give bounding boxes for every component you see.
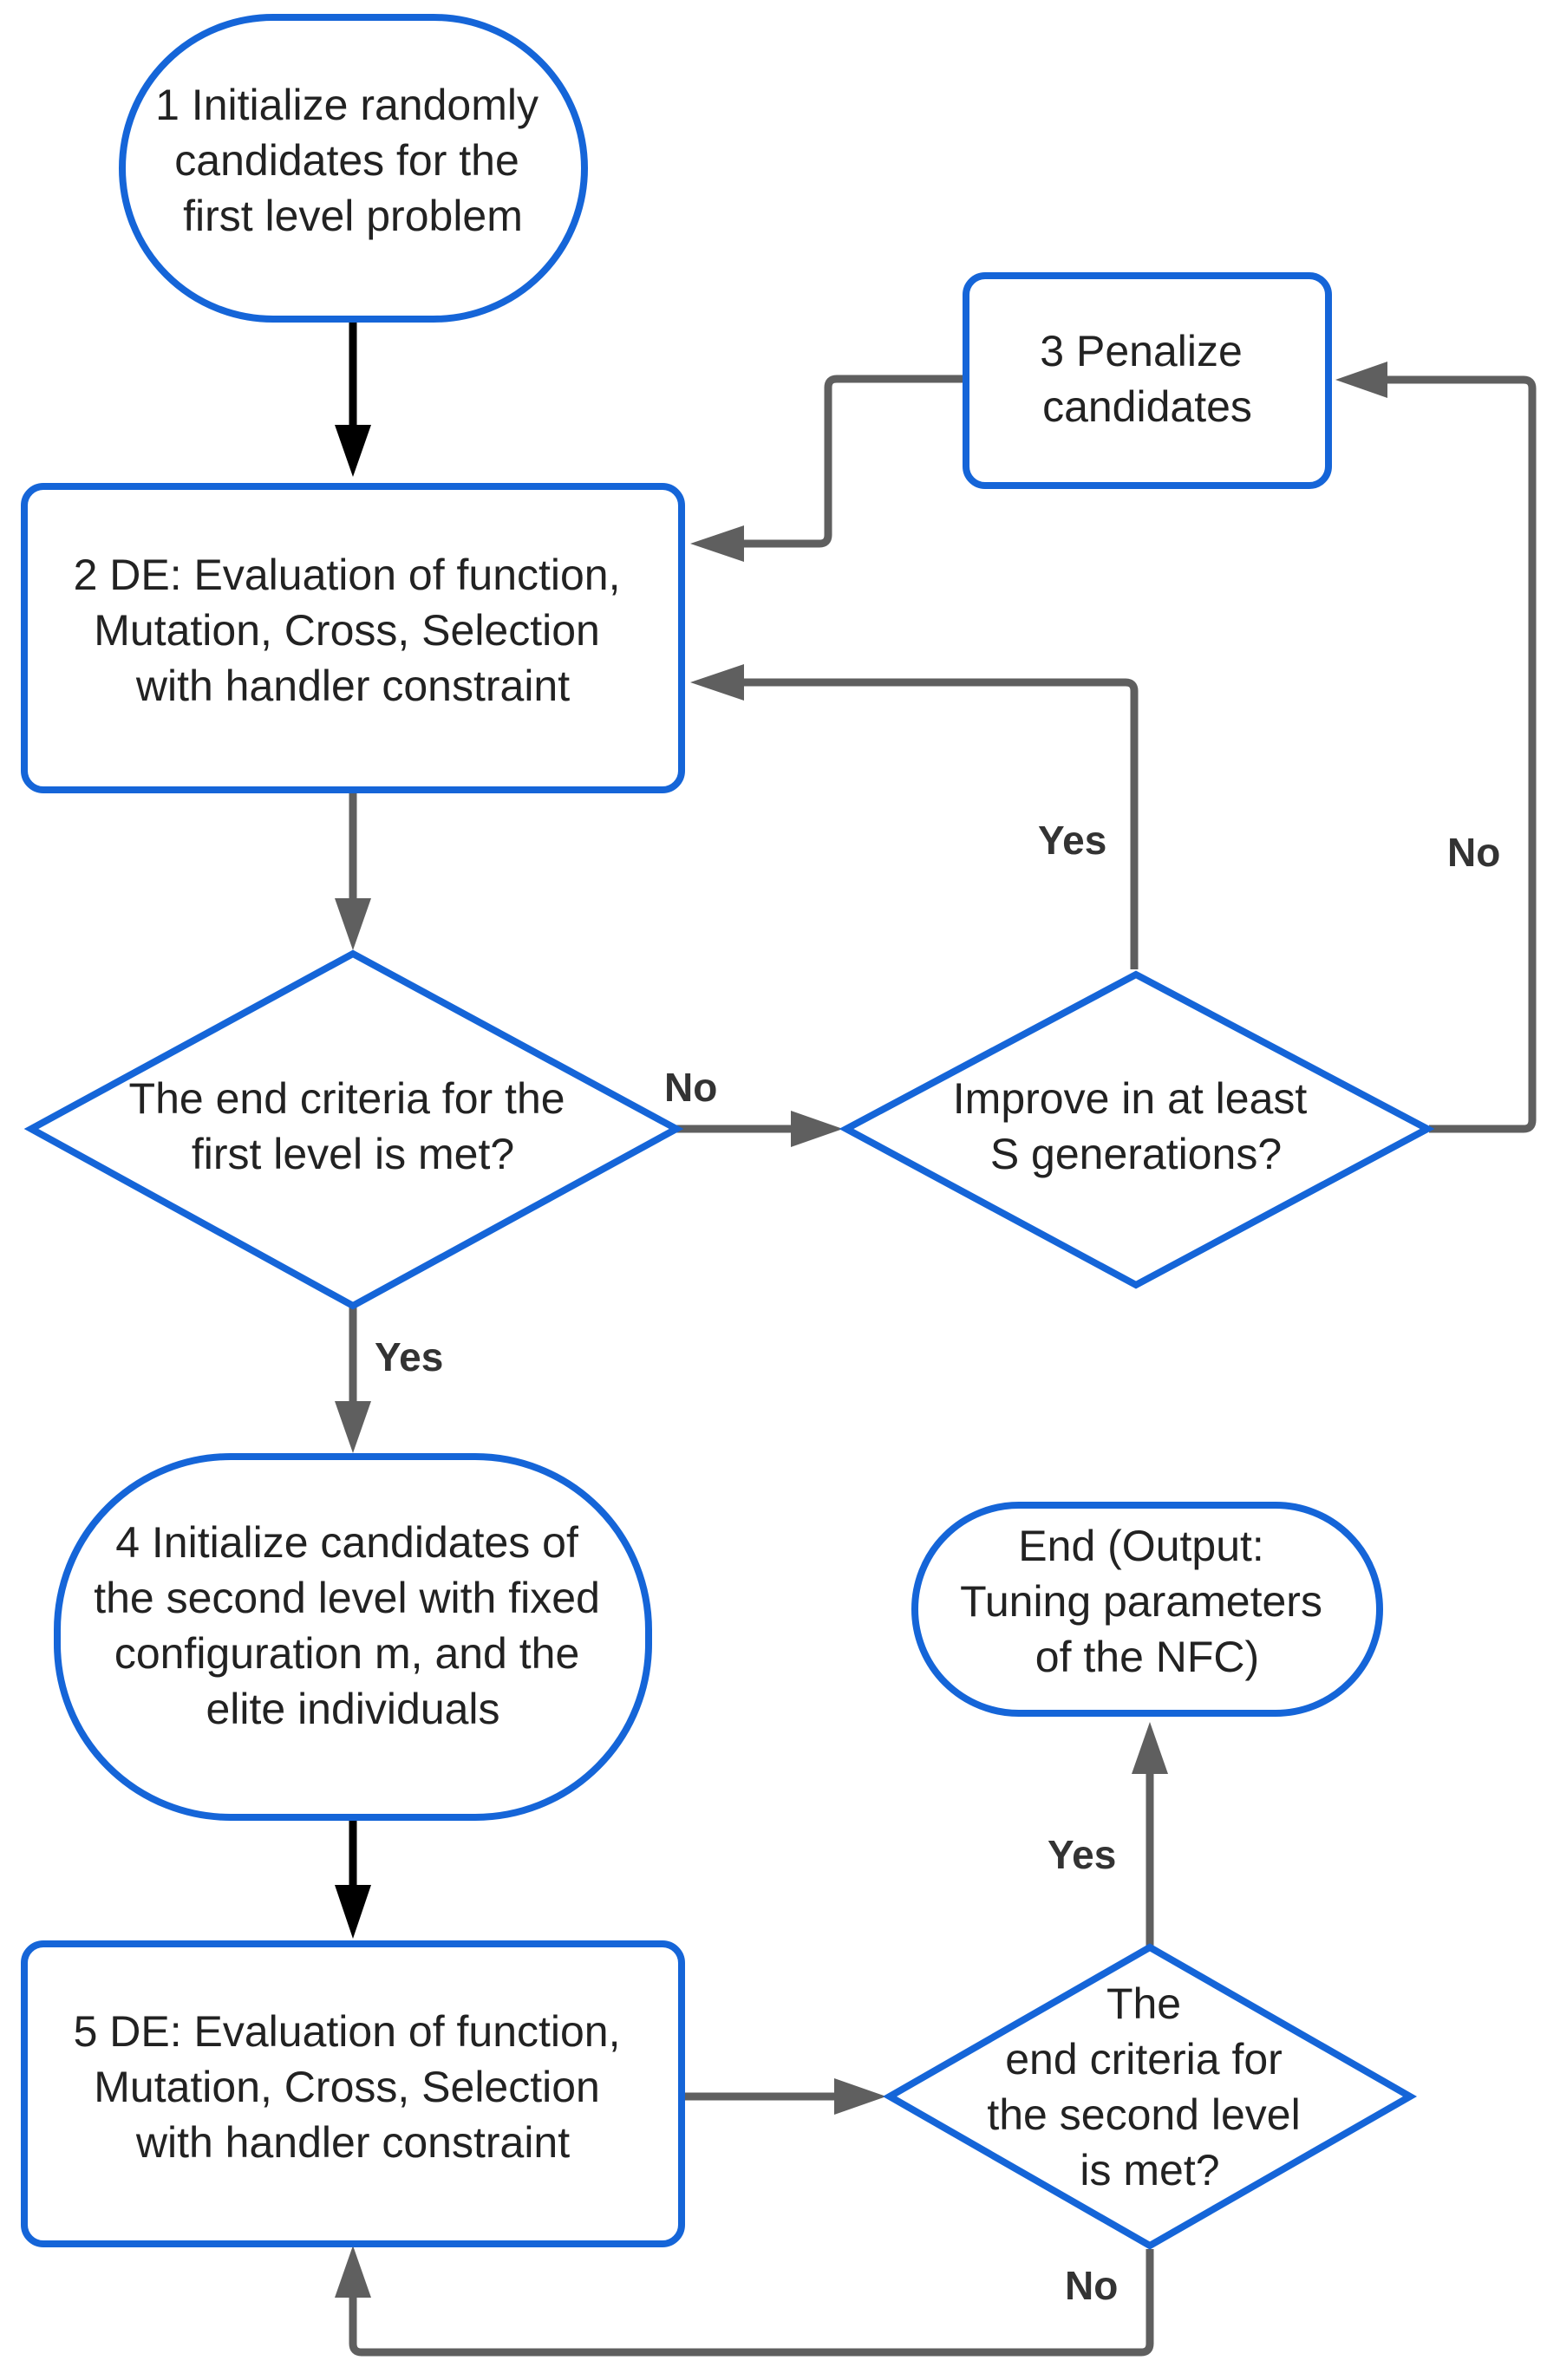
arrowhead-n3-to-n2 — [690, 525, 744, 562]
node-5-line-1: 5 DE: Evaluation of function, — [74, 2007, 621, 2056]
decision-3-line-3: the second level — [987, 2090, 1300, 2139]
arrowhead-n5-to-d3 — [834, 2078, 886, 2115]
node-2-line-2: Mutation, Cross, Selection — [94, 606, 600, 655]
node-5-line-2: Mutation, Cross, Selection — [94, 2063, 600, 2111]
decision-first-level-end — [23, 949, 684, 1310]
end-label: End (Output: Tuning parameters of the NF… — [960, 1522, 1335, 1681]
arrowhead-d3-to-n5 — [335, 2246, 371, 2298]
arrowhead-d1-to-d2 — [791, 1111, 843, 1147]
arrowhead-d2-to-n2 — [690, 664, 744, 701]
label-d2-no: No — [1447, 830, 1500, 875]
decision-2-line-2: S generations? — [990, 1130, 1282, 1178]
node-3-penalize — [963, 272, 1332, 489]
node-1-line-3: first level problem — [183, 192, 523, 240]
node-1-line-1: 1 Initialize randomly — [155, 81, 538, 129]
node-4-line-3: configuration m, and the — [114, 1629, 579, 1678]
node-5-de-second-level — [21, 1940, 685, 2247]
arrowhead-n1-to-n2 — [335, 425, 371, 477]
edge-n3-to-n2 — [741, 375, 963, 548]
decision-1-label: The end criteria for the first level is … — [129, 1074, 578, 1178]
decision-improve-s-generations — [839, 970, 1435, 1289]
decision-second-level-end — [882, 1943, 1418, 2250]
end-line-3: of the NFC) — [1035, 1633, 1259, 1681]
edge-d2-no-to-n3 — [1382, 375, 1537, 1133]
node-labels: 1 Initialize randomly candidates for the… — [74, 81, 1335, 2194]
node-3-line-1: 3 Penalize — [1040, 327, 1243, 375]
arrowhead-d1-to-n4 — [335, 1401, 371, 1453]
decision-3-line-4: is met? — [1080, 2146, 1219, 2194]
arrowhead-n4-to-n5 — [335, 1885, 371, 1939]
node-4-label: 4 Initialize candidates of the second le… — [94, 1518, 612, 1733]
node-3-label: 3 Penalize candidates — [1040, 327, 1254, 431]
node-4-line-4: elite individuals — [206, 1685, 499, 1733]
arrowhead-n2-to-d1 — [335, 898, 371, 950]
node-4-line-1: 4 Initialize candidates of — [115, 1518, 578, 1567]
decision-1-line-2: first level is met? — [192, 1130, 514, 1178]
decision-3-line-1: The — [1106, 1979, 1181, 2028]
nodes — [21, 14, 1435, 2250]
arrowhead-d2-to-n3 — [1335, 362, 1387, 398]
node-2-line-1: 2 DE: Evaluation of function, — [74, 551, 621, 599]
label-d1-yes: Yes — [375, 1334, 443, 1379]
end-line-2: Tuning parameters — [960, 1577, 1322, 1626]
end-line-1: End (Output: — [1018, 1522, 1264, 1570]
decision-3-line-2: end criteria for — [1005, 2035, 1283, 2083]
label-d3-no: No — [1065, 2263, 1118, 2308]
node-4-init-second-level — [54, 1453, 652, 1821]
edge-labels: No Yes Yes No Yes No — [375, 818, 1500, 2308]
node-2-label: 2 DE: Evaluation of function, Mutation, … — [74, 551, 633, 710]
node-5-line-3: with handler constraint — [135, 2118, 570, 2167]
node-1-line-2: candidates for the — [174, 136, 519, 185]
edge-d3-no-to-n5 — [349, 2249, 1154, 2357]
node-1-start — [119, 14, 588, 323]
edge-d2-yes-to-n2 — [744, 678, 1139, 969]
node-5-label: 5 DE: Evaluation of function, Mutation, … — [74, 2007, 633, 2167]
node-2-line-3: with handler constraint — [135, 662, 570, 710]
label-d1-no: No — [664, 1065, 717, 1110]
decision-1-line-1: The end criteria for the — [129, 1074, 565, 1123]
node-1-label: 1 Initialize randomly candidates for the… — [155, 81, 551, 240]
node-3-line-2: candidates — [1042, 382, 1252, 431]
edges — [335, 323, 1537, 2357]
node-end-output — [911, 1502, 1383, 1717]
decision-2-line-1: Improve in at least — [953, 1074, 1308, 1123]
decision-2-label: Improve in at least S generations? — [953, 1074, 1319, 1178]
node-4-line-2: the second level with fixed — [94, 1574, 600, 1622]
decision-3-label: The end criteria for the second level is… — [987, 1979, 1312, 2194]
label-d3-yes: Yes — [1048, 1832, 1116, 1877]
label-d2-yes: Yes — [1038, 818, 1106, 863]
node-2-de-first-level — [21, 483, 685, 793]
arrowhead-d3-to-end — [1132, 1722, 1168, 1774]
